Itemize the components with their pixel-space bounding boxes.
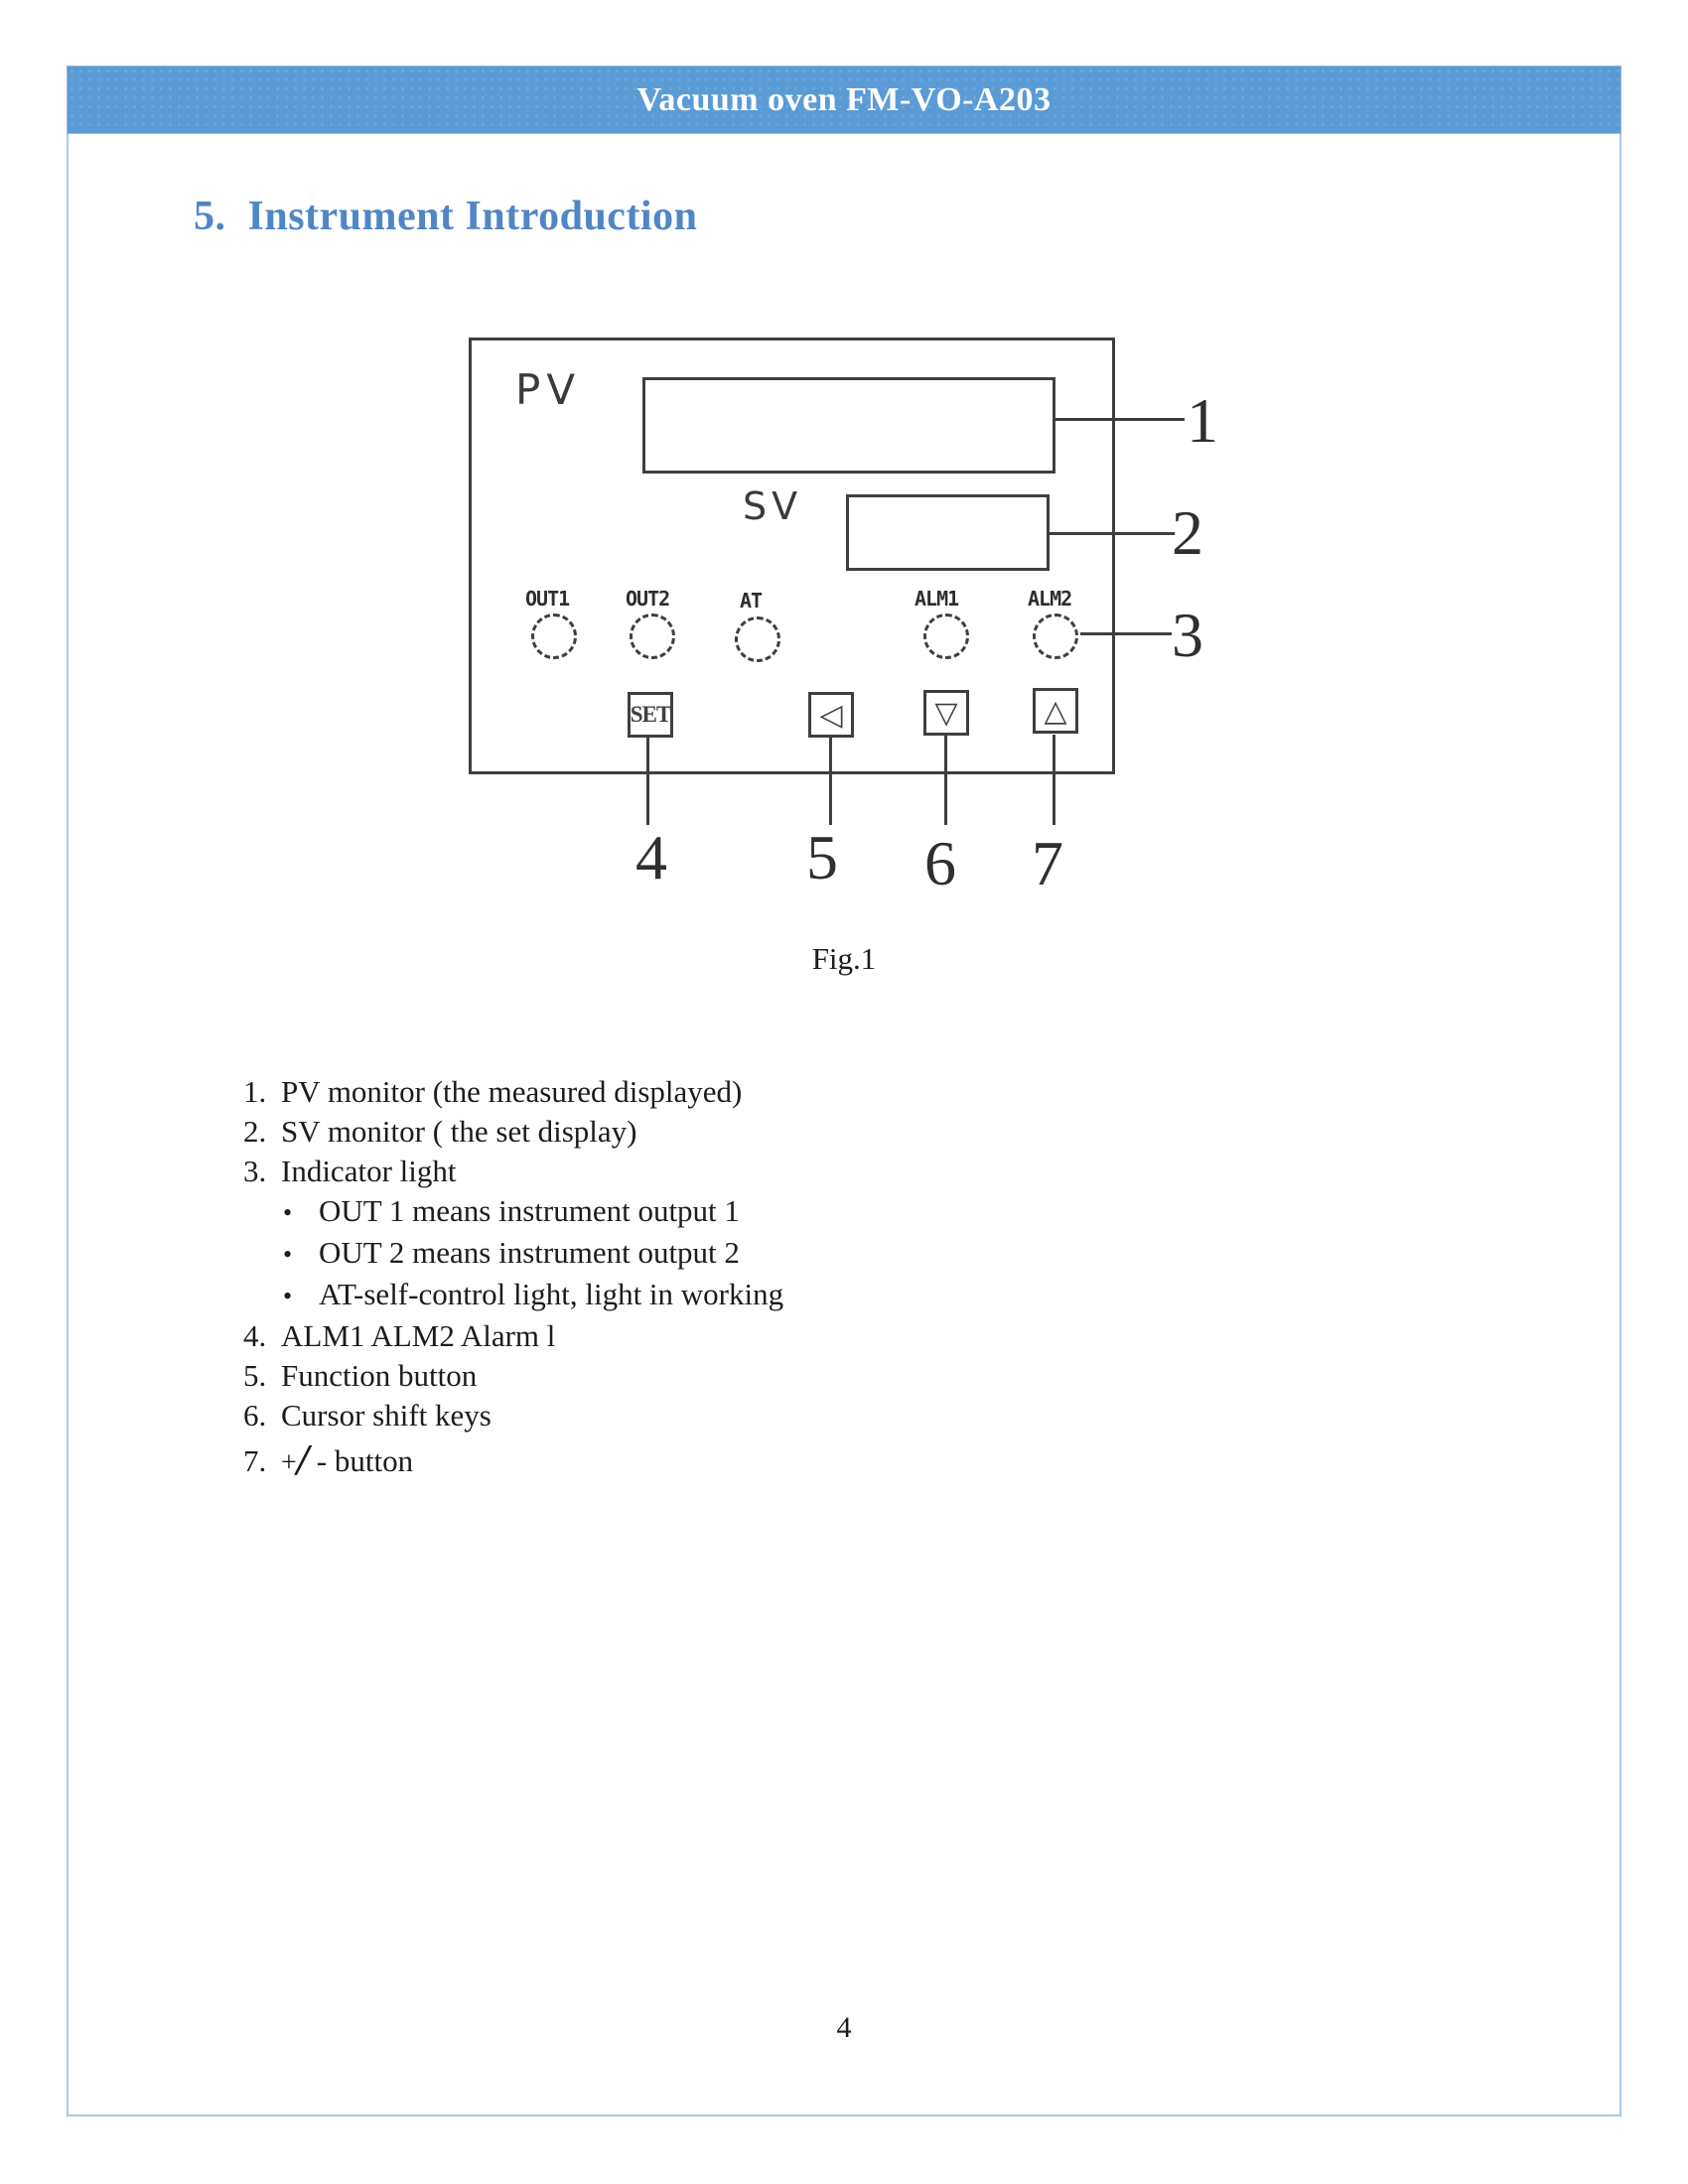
list-item: 2. SV monitor ( the set display) [243, 1114, 637, 1149]
section-heading: 5. Instrument Introduction [194, 193, 697, 240]
down-arrow-icon: ▽ [923, 690, 969, 736]
callout-number-4: 4 [635, 822, 667, 892]
pv-display [642, 377, 1055, 474]
list-item: • AT-self-control light, light in workin… [283, 1277, 784, 1311]
callout-line-3 [1080, 632, 1172, 635]
plus-sign: + [281, 1447, 297, 1478]
alm2-label: ALM2 [1028, 587, 1072, 611]
up-arrow-icon: △ [1033, 688, 1078, 734]
callout-number-7: 7 [1032, 828, 1063, 898]
list-item: • OUT 2 means instrument output 2 [283, 1235, 740, 1270]
button-word: - button [309, 1443, 414, 1478]
sv-display [846, 494, 1050, 571]
list-item: 3. Indicator light [243, 1154, 457, 1188]
callout-number-6: 6 [924, 828, 956, 898]
callout-number-5: 5 [806, 822, 838, 892]
callout-line-5 [829, 738, 832, 825]
section-number: 5. [194, 194, 226, 239]
list-item: • OUT 1 means instrument output 1 [283, 1193, 740, 1228]
callout-line-6 [944, 735, 947, 825]
list-item: 6. Cursor shift keys [243, 1398, 492, 1433]
list-item: 7. +/ - button [243, 1435, 414, 1484]
out2-indicator-light [630, 614, 675, 659]
at-label: AT [740, 589, 763, 613]
pv-monitor-label: PV [515, 365, 582, 414]
left-arrow-icon: ◁ [808, 692, 854, 738]
out1-label: OUT1 [525, 587, 570, 611]
figure-caption: Fig.1 [811, 941, 877, 976]
alm1-indicator-light [923, 614, 969, 659]
callout-line-4 [646, 738, 649, 825]
at-indicator-light [735, 616, 780, 662]
header-bar: Vacuum oven FM-VO-A203 [67, 66, 1621, 134]
callout-line-1 [1055, 418, 1185, 421]
callout-number-1: 1 [1187, 385, 1218, 456]
callout-number-2: 2 [1172, 497, 1203, 568]
alm2-indicator-light [1033, 614, 1078, 659]
callout-line-2 [1050, 532, 1175, 535]
slash-sign: / [296, 1435, 310, 1484]
sv-monitor-label: SV [743, 484, 803, 528]
section-title: Instrument Introduction [247, 194, 698, 239]
set-button: SET [628, 692, 673, 738]
component-list: 1. PV monitor (the measured displayed) 2… [243, 1072, 783, 1483]
list-item: 1. PV monitor (the measured displayed) [243, 1074, 743, 1109]
out2-label: OUT2 [626, 587, 670, 611]
list-item: 5. Function button [243, 1358, 478, 1393]
callout-line-7 [1053, 735, 1055, 825]
panel-outline [469, 338, 1115, 774]
alm1-label: ALM1 [914, 587, 959, 611]
callout-number-3: 3 [1172, 600, 1203, 670]
document-title: Vacuum oven FM-VO-A203 [636, 80, 1052, 118]
page-number: 4 [836, 2011, 852, 2044]
list-item: 4. ALM1 ALM2 Alarm l [243, 1318, 556, 1353]
out1-indicator-light [531, 614, 577, 659]
